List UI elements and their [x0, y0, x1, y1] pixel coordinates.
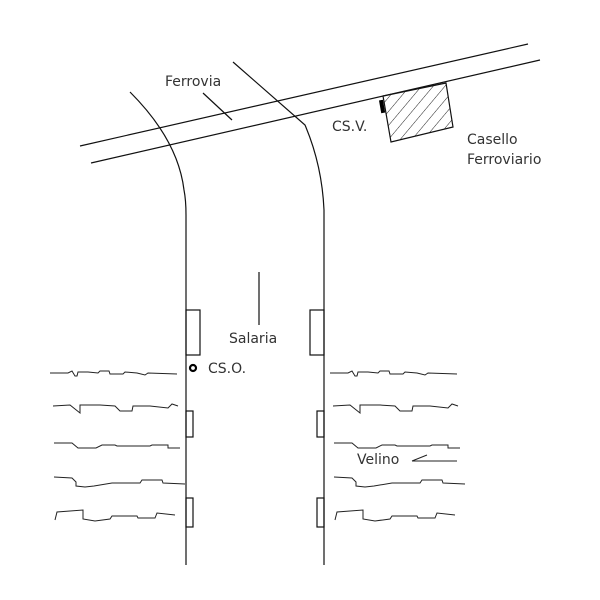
abutment-west-1 — [185, 309, 201, 356]
river-profile-west-4 — [53, 476, 186, 488]
station-east-marker — [378, 99, 386, 114]
river-label: Velino — [357, 452, 399, 468]
river-profile-west-5 — [54, 509, 176, 522]
river-profile-east-1 — [330, 370, 458, 377]
railway-house-label-line2: Ferroviario — [467, 152, 541, 168]
railway-line-south — [90, 59, 541, 164]
railway-house-label-line1: Casello — [467, 132, 518, 148]
abutment-east-2 — [316, 410, 325, 438]
road-west-edge — [129, 91, 187, 565]
river-profile-east-4 — [333, 476, 466, 488]
railway-label-leader — [202, 92, 233, 121]
railway-house-building — [382, 82, 454, 143]
station-east-label: CS.V. — [332, 119, 367, 135]
railway-label: Ferrovia — [165, 74, 221, 90]
road-label: Salaria — [229, 331, 277, 347]
abutment-east-3 — [316, 497, 325, 528]
river-profile-west-2 — [52, 403, 179, 415]
river-profile-east-5 — [334, 509, 456, 522]
river-profile-east-3 — [334, 442, 460, 449]
road-east-edge — [232, 61, 325, 565]
abutment-west-3 — [185, 497, 194, 528]
station-west-label: CS.O. — [208, 361, 246, 377]
abutment-east-1 — [309, 309, 325, 356]
abutment-west-2 — [185, 410, 194, 438]
river-label-leader — [411, 454, 457, 462]
river-profile-west-1 — [50, 370, 178, 377]
river-profile-west-3 — [54, 442, 180, 449]
river-profile-east-2 — [332, 403, 459, 415]
station-west-marker — [188, 363, 198, 373]
river-profiles — [50, 370, 466, 522]
railway-line-north — [79, 43, 529, 147]
